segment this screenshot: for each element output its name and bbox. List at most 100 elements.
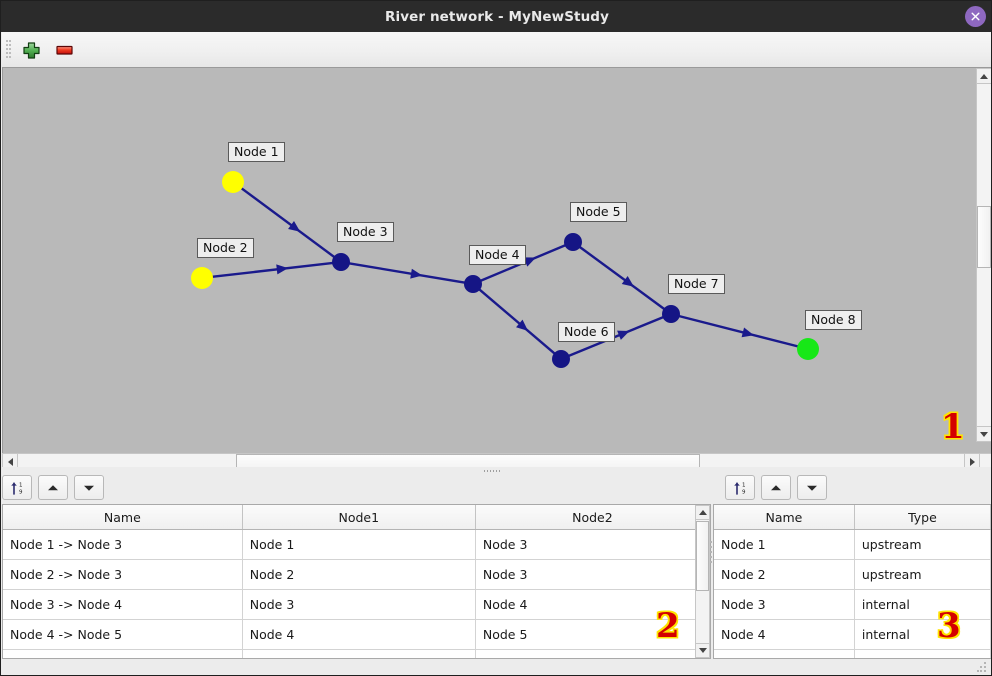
reaches-scroll-up-button[interactable] xyxy=(695,505,710,520)
table-cell[interactable] xyxy=(3,649,243,658)
reaches-move-down-button[interactable] xyxy=(74,475,104,500)
graph-node-label[interactable]: Node 1 xyxy=(228,142,285,162)
table-cell[interactable] xyxy=(475,649,710,658)
table-cell[interactable]: internal xyxy=(854,619,991,650)
table-cell[interactable]: Node 2 -> Node 3 xyxy=(3,559,243,590)
graph-edge-arrow xyxy=(523,257,536,267)
titlebar: River network - MyNewStudy xyxy=(1,1,991,32)
table-row-empty[interactable] xyxy=(714,649,991,658)
reaches-scroll-down-button[interactable] xyxy=(695,643,710,658)
graph-scroll-up-button[interactable] xyxy=(976,68,991,84)
column-header[interactable]: Node1 xyxy=(242,505,476,530)
table-cell[interactable]: Node 1 -> Node 3 xyxy=(3,529,243,560)
panel-splitter[interactable] xyxy=(2,467,991,475)
graph-node-label[interactable]: Node 4 xyxy=(469,245,526,265)
reaches-sort-button[interactable]: 1 9 xyxy=(2,475,32,500)
reaches-vertical-scroll-thumb[interactable] xyxy=(696,521,709,591)
close-button[interactable] xyxy=(965,6,986,27)
graph-edge[interactable] xyxy=(348,262,466,284)
graph-edge-arrow xyxy=(516,319,529,331)
reaches-move-up-button[interactable] xyxy=(38,475,68,500)
table-cell[interactable]: upstream xyxy=(854,559,991,590)
reaches-toolbar: 1 9 xyxy=(2,473,110,502)
table-cell[interactable] xyxy=(714,649,855,658)
graph-node-label[interactable]: Node 6 xyxy=(558,322,615,342)
graph-node[interactable] xyxy=(564,233,582,251)
graph-node[interactable] xyxy=(222,171,244,193)
column-header[interactable]: Node2 xyxy=(475,505,710,530)
graph-edge[interactable] xyxy=(478,288,556,355)
column-header[interactable]: Type xyxy=(854,505,991,530)
graph-node[interactable] xyxy=(797,338,819,360)
table-cell[interactable]: Node 4 xyxy=(242,619,476,650)
arrow-right-icon xyxy=(969,457,975,466)
graph-scroll-down-button[interactable] xyxy=(976,426,991,442)
table-row-empty[interactable] xyxy=(3,649,710,658)
table-cell[interactable] xyxy=(242,649,476,658)
delete-node-button[interactable] xyxy=(54,40,76,60)
graph-scroll-left-button[interactable] xyxy=(2,453,18,470)
close-icon xyxy=(971,12,980,21)
nodes-sort-button[interactable]: 1 9 xyxy=(725,475,755,500)
column-header[interactable]: Name xyxy=(714,505,855,530)
graph-node[interactable] xyxy=(191,267,213,289)
plus-icon xyxy=(23,42,40,59)
table-cell[interactable]: Node 1 xyxy=(714,529,855,560)
network-graph-canvas[interactable]: Node 1 Node 2 Node 3 Node 4 Node 5 Node 6 Node… xyxy=(2,67,991,459)
table-cell[interactable]: upstream xyxy=(854,529,991,560)
graph-edge[interactable] xyxy=(578,245,666,311)
add-node-button[interactable] xyxy=(21,40,43,60)
table-cell[interactable]: Node 3 xyxy=(475,559,710,590)
graph-node-label[interactable]: Node 2 xyxy=(197,238,254,258)
table-cell[interactable]: Node 4 xyxy=(475,589,710,620)
table-cell[interactable]: internal xyxy=(854,589,991,620)
graph-node-label[interactable]: Node 7 xyxy=(668,274,725,294)
graph-edge[interactable] xyxy=(567,315,665,358)
graph-node-label[interactable]: Node 3 xyxy=(337,222,394,242)
graph-edge[interactable] xyxy=(240,186,336,259)
table-cell[interactable]: Node 3 xyxy=(714,589,855,620)
table-cell[interactable]: Node 3 xyxy=(475,529,710,560)
graph-node[interactable] xyxy=(662,305,680,323)
graph-node[interactable] xyxy=(464,275,482,293)
table-cell[interactable]: Node 2 xyxy=(242,559,476,590)
graph-vertical-scroll-thumb[interactable] xyxy=(977,206,991,268)
graph-node-label[interactable]: Node 5 xyxy=(570,202,627,222)
nodes-move-down-button[interactable] xyxy=(797,475,827,500)
table-cell[interactable]: Node 3 -> Node 4 xyxy=(3,589,243,620)
table-cell[interactable]: Node 5 xyxy=(475,619,710,650)
table-cell[interactable]: Node 4 xyxy=(714,619,855,650)
table-cell[interactable]: Node 2 xyxy=(714,559,855,590)
graph-node[interactable] xyxy=(552,350,570,368)
table-cell[interactable]: Node 4 -> Node 5 xyxy=(3,619,243,650)
splitter-handle xyxy=(484,470,500,472)
graph-node[interactable] xyxy=(332,253,350,271)
graph-node-label[interactable]: Node 8 xyxy=(805,310,862,330)
panel-vertical-splitter[interactable] xyxy=(710,541,713,571)
toolbar-grip[interactable] xyxy=(6,40,11,60)
resize-grip[interactable] xyxy=(977,662,987,672)
graph-edge[interactable] xyxy=(678,314,799,348)
table-cell[interactable] xyxy=(854,649,991,658)
graph-edge-arrow xyxy=(621,275,634,287)
column-header[interactable]: Name xyxy=(3,505,243,530)
table-cell[interactable]: Node 3 xyxy=(242,589,476,620)
nodes-move-up-button[interactable] xyxy=(761,475,791,500)
graph-edge[interactable] xyxy=(211,261,334,279)
table-cell[interactable]: Node 1 xyxy=(242,529,476,560)
